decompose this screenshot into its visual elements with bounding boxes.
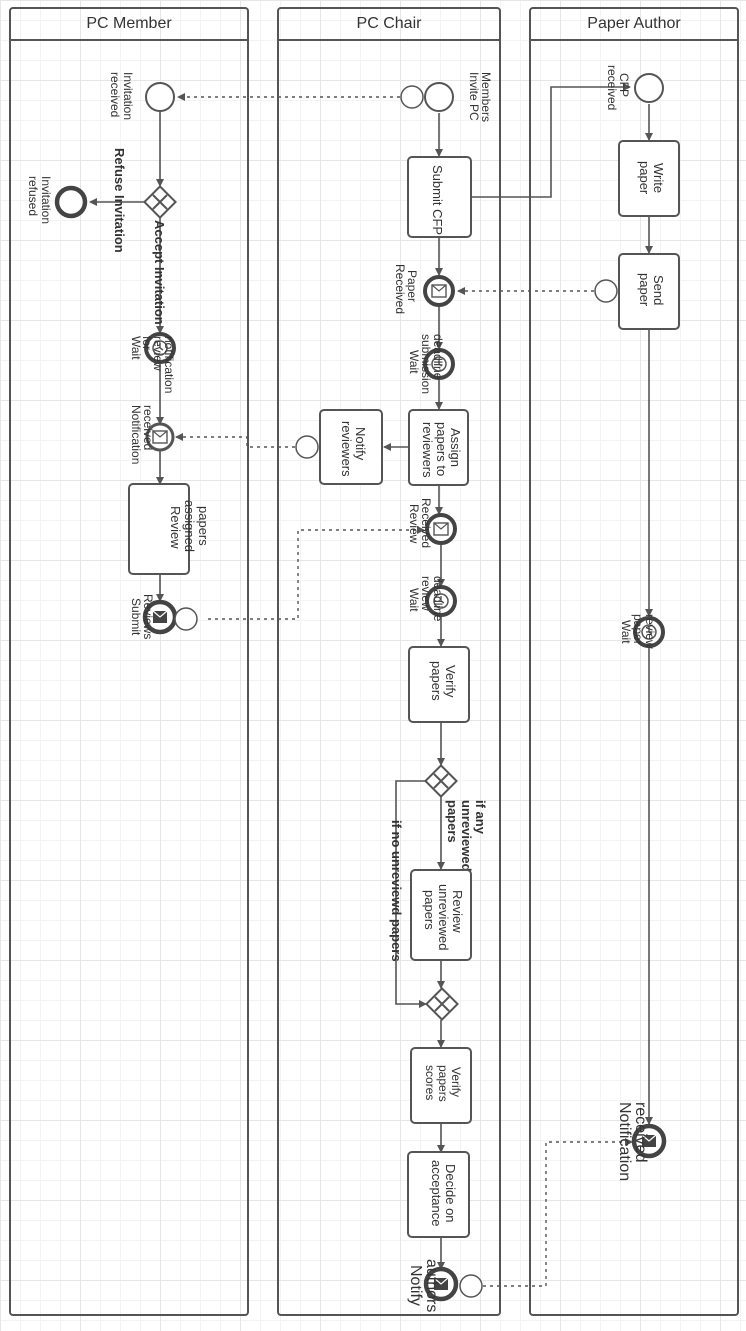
end-event-submit-reviews[interactable]: [142, 599, 198, 635]
label-notify-reviewers: Notify reviewers: [339, 421, 368, 477]
label-write-paper: Write paper: [637, 161, 666, 197]
end-event-notify-authors[interactable]: [423, 1266, 483, 1302]
label-author-notification-received: Notification received: [616, 1102, 649, 1186]
label-invitation-refused: Invitation refused: [26, 176, 53, 227]
lane-pc-chair[interactable]: PC Chair: [277, 7, 501, 1316]
label-assign-papers: Assign papers to reviewers: [420, 422, 463, 480]
end-event-invitation-refused[interactable]: [54, 185, 88, 219]
label-review-received: Review Received: [407, 498, 433, 548]
start-event-invite-pc-members[interactable]: [400, 82, 454, 112]
message-event-notification-received[interactable]: [145, 422, 175, 452]
message-event-paper-received[interactable]: [423, 275, 455, 307]
label-submit-reviews: Submit Reviews: [129, 594, 155, 639]
task-verify-papers-scores[interactable]: [410, 1047, 472, 1124]
task-verify-papers[interactable]: [408, 646, 470, 723]
label-send-paper: Send paper: [637, 273, 666, 309]
timer-event-wait-paper-review[interactable]: [633, 616, 665, 648]
timer-event-wait-review-notification[interactable]: [144, 332, 176, 364]
task-review-unreviewed-papers[interactable]: [410, 869, 472, 961]
message-flows: [175, 93, 633, 1287]
message-event-review-received[interactable]: [425, 513, 457, 545]
task-assign-papers-to-reviewers[interactable]: [408, 409, 469, 486]
start-event-cfp-received[interactable]: [634, 73, 664, 103]
label-wait-review-deadline: Wait review deadline: [407, 576, 445, 622]
label-wait-paper-review: Wait paper review: [619, 614, 657, 649]
label-wait-review-notification: Wait for review notification: [129, 336, 176, 393]
label-notify-authors: Notify authors: [407, 1259, 440, 1312]
label-decide-on-acceptance: Decide on acceptance: [429, 1160, 458, 1227]
gateway-unreviewed-split[interactable]: [424, 764, 458, 798]
label-if-no-unreviewed: if no unreviewd papers: [389, 820, 404, 962]
gateway-unreviewed-merge[interactable]: [425, 987, 459, 1021]
label-submit-cfp: Submit CFP: [430, 165, 445, 235]
label-review-unreviewed-papers: Review unreviewed papers: [422, 884, 465, 954]
lane-title-paper-author: Paper Author: [587, 15, 681, 32]
label-refuse-invitation: Refuse Invitation: [112, 148, 127, 253]
label-verify-papers: Verify papers: [429, 661, 458, 701]
timer-event-wait-submission-deadline[interactable]: [423, 348, 455, 380]
task-write-paper[interactable]: [618, 140, 680, 217]
lane-pc-member[interactable]: PC Member: [9, 7, 249, 1316]
label-member-notification-received: Notification received: [129, 405, 155, 468]
label-if-any-unreviewed: if any unreviewed papers: [445, 800, 488, 875]
message-event-author-notification-received[interactable]: [631, 1123, 667, 1159]
label-review-assigned-papers: Review assigned papers: [168, 500, 211, 556]
label-invitation-received: Invitation received: [108, 72, 135, 123]
label-accept-invitation: Accept Invitation: [152, 220, 167, 325]
gateway-accept-refuse[interactable]: [143, 185, 177, 219]
task-review-assigned-papers[interactable]: [128, 483, 190, 575]
lane-paper-author[interactable]: Paper Author: [529, 7, 739, 1316]
timer-event-wait-review-deadline[interactable]: [425, 585, 457, 617]
task-submit-cfp[interactable]: [407, 156, 472, 238]
label-wait-submission-deadline: Wait submission deadline: [407, 334, 445, 397]
task-decide-on-acceptance[interactable]: [407, 1151, 470, 1238]
lane-title-pc-chair: PC Chair: [357, 15, 423, 32]
start-event-invitation-received[interactable]: [145, 82, 175, 112]
label-invite-pc-members: Invite PC Members: [467, 72, 493, 124]
label-paper-received: Paper Received: [393, 264, 419, 314]
task-notify-reviewers[interactable]: [295, 409, 383, 485]
task-send-paper[interactable]: [594, 253, 680, 330]
sequence-flows: [89, 83, 653, 1270]
lane-title-pc-member: PC Member: [86, 15, 172, 32]
label-cfp-received: CFP received: [605, 65, 631, 110]
label-verify-papers-scores: Verify papers scores: [423, 1065, 463, 1105]
